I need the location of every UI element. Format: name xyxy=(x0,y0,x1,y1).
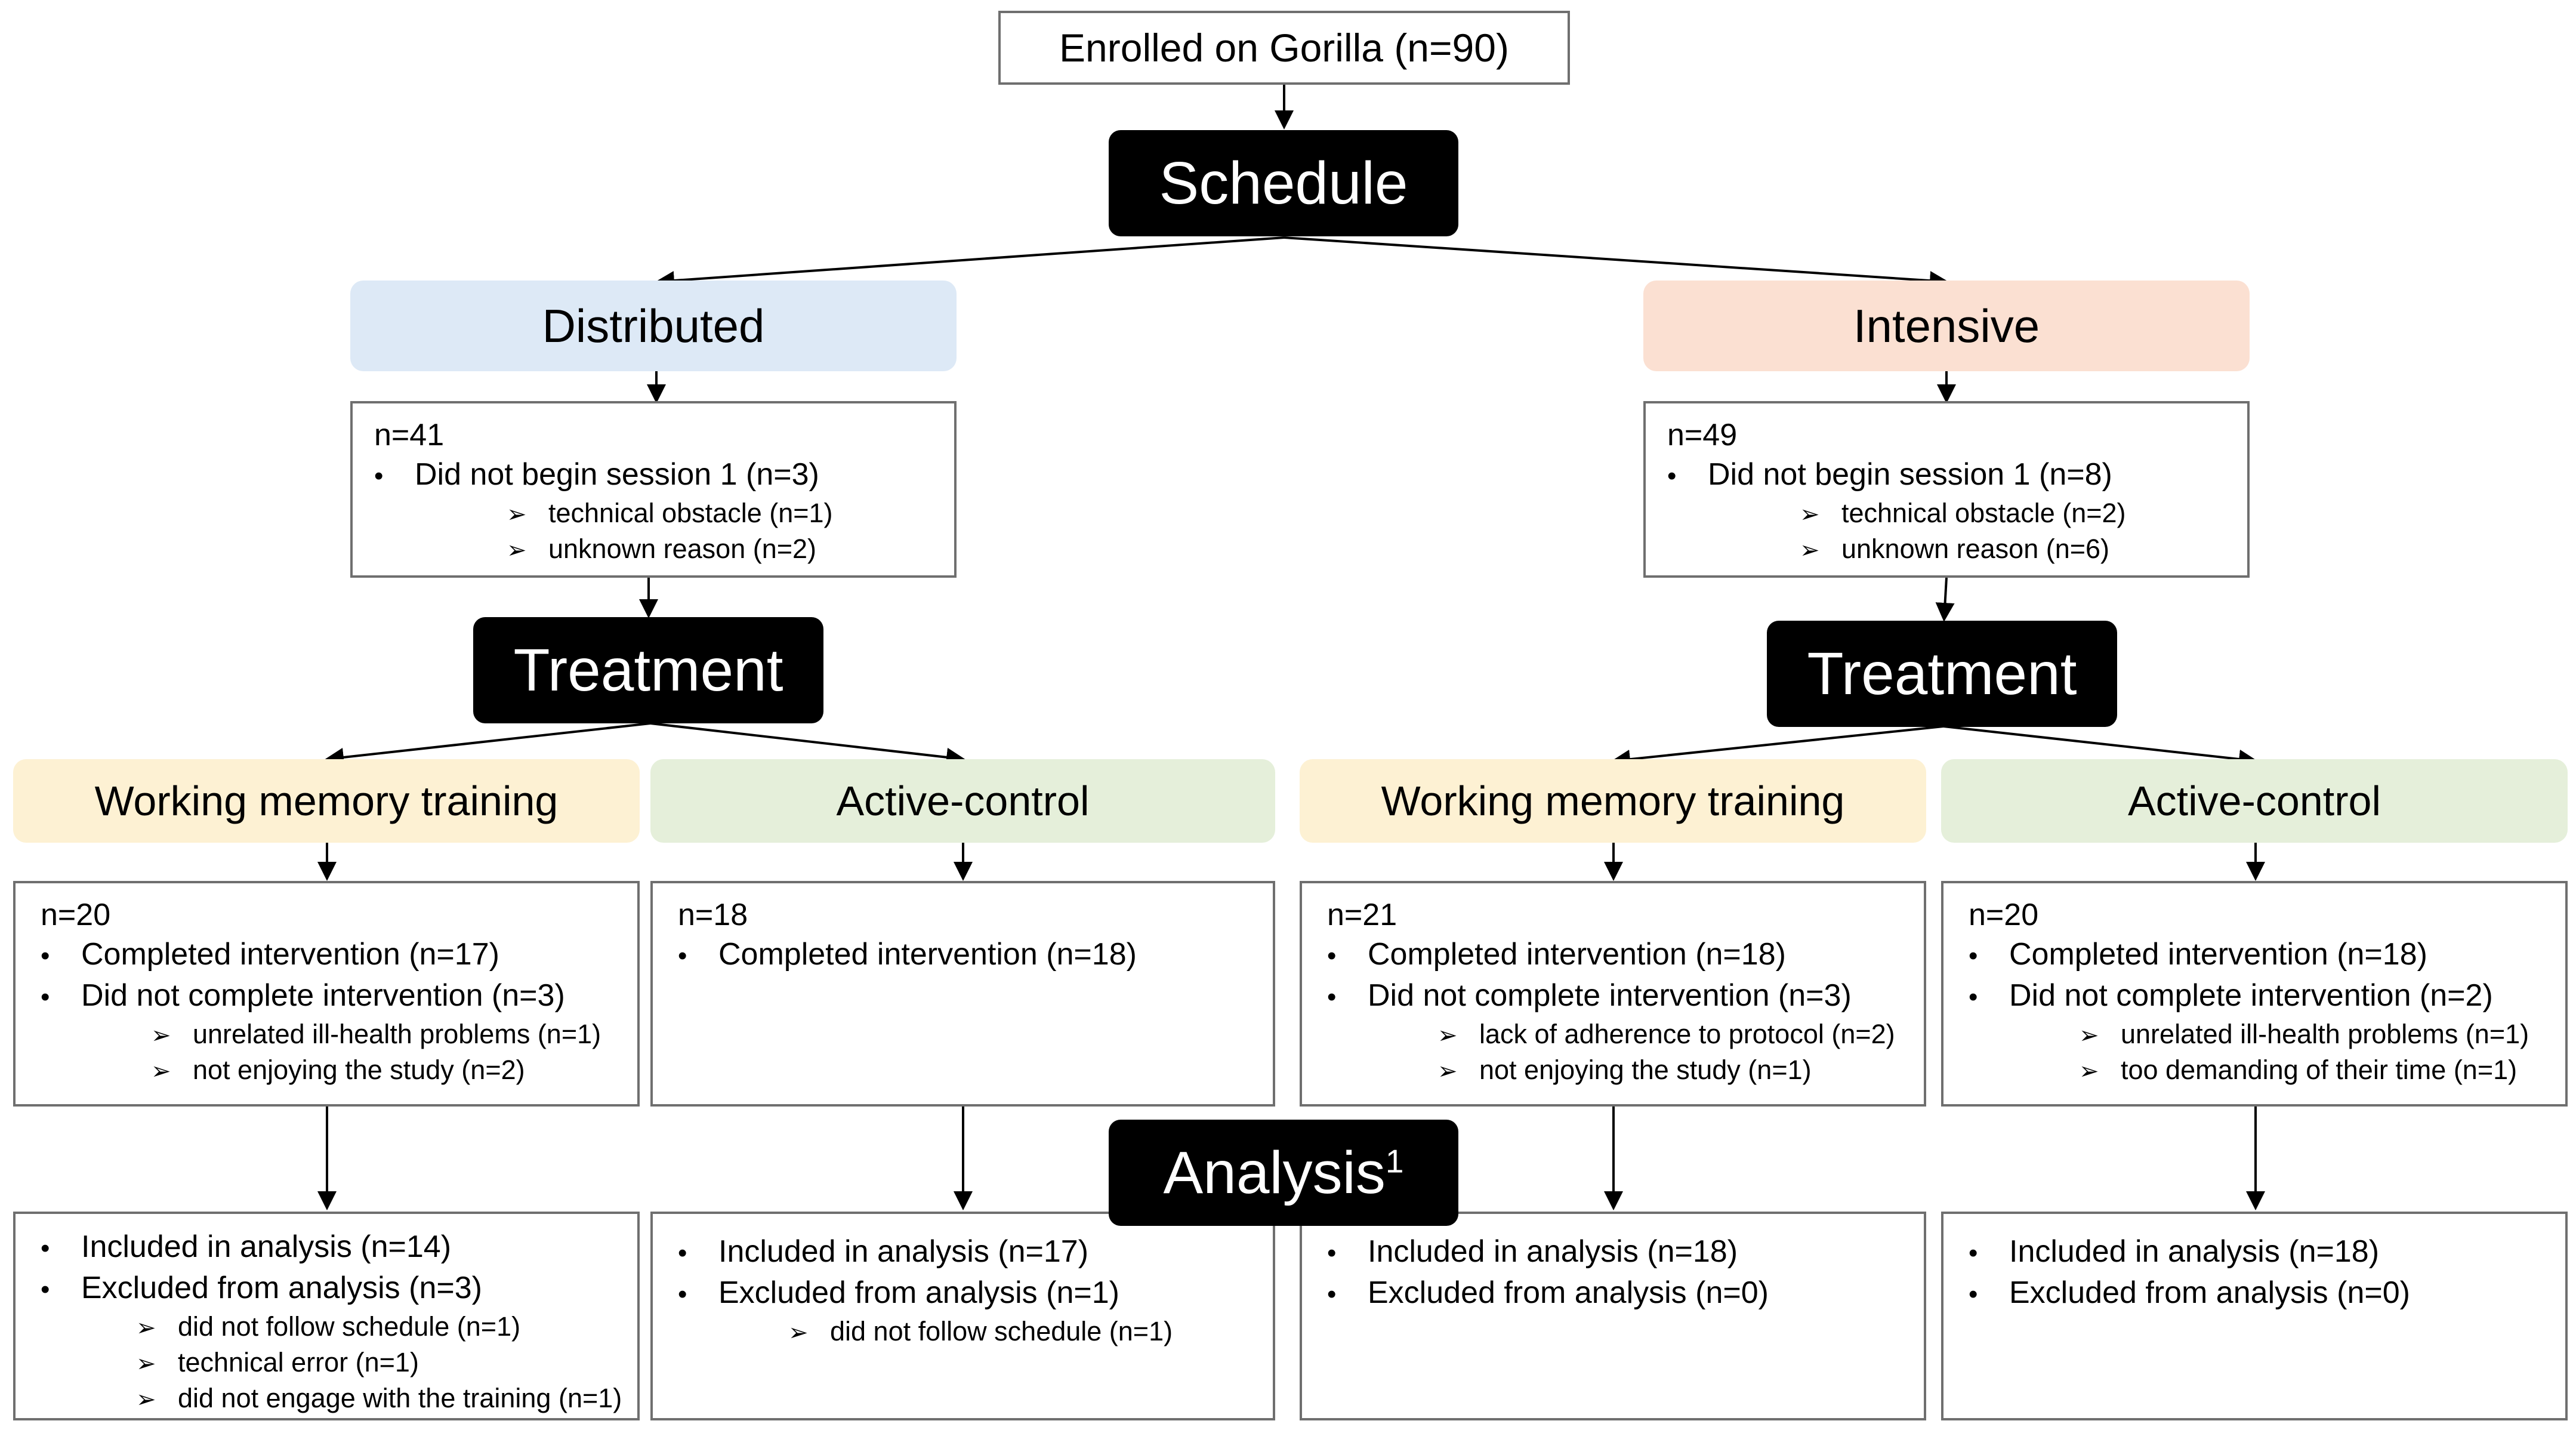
list-item: •Completed intervention (n=18) xyxy=(1969,937,2427,972)
arrow-intbox-treatment xyxy=(1935,577,1955,622)
list-item: •Did not complete intervention (n=3) xyxy=(41,978,565,1013)
active-control-right: Active-control xyxy=(1941,759,2568,843)
list-item: •Did not begin session 1 (n=8) xyxy=(1667,457,2112,492)
arrow-treatment-ac-right xyxy=(1943,725,2258,769)
arrow-schedule-distributed xyxy=(655,236,1285,290)
intensive-label: Intensive xyxy=(1853,299,2040,352)
list-item: •Did not complete intervention (n=3) xyxy=(1327,978,1852,1013)
list-item: •Did not begin session 1 (n=3) xyxy=(374,457,819,492)
arrow-schedule-intensive xyxy=(1284,236,1949,291)
list-subitem: ➢not enjoying the study (n=1) xyxy=(1437,1055,1812,1085)
list-item: •Did not complete intervention (n=2) xyxy=(1969,978,2493,1013)
treat-box-g3: n=21 •Completed intervention (n=18) •Did… xyxy=(1300,881,1926,1107)
result-box-g2: •Included in analysis (n=17) •Excluded f… xyxy=(650,1212,1275,1420)
treatment-label: Treatment xyxy=(513,636,783,704)
list-item: •Included in analysis (n=17) xyxy=(678,1234,1089,1269)
treat-n: n=21 xyxy=(1327,898,1397,932)
list-subitem: ➢did not follow schedule (n=1) xyxy=(788,1316,1173,1346)
list-item: •Included in analysis (n=18) xyxy=(1969,1234,2380,1269)
list-item: •Completed intervention (n=17) xyxy=(41,937,499,972)
distributed-box: Distributed xyxy=(350,281,957,371)
list-subitem: ➢did not follow schedule (n=1) xyxy=(136,1311,521,1342)
analysis-box: Analysis1 xyxy=(1109,1120,1458,1226)
treat-box-g1: n=20 •Completed intervention (n=17) •Did… xyxy=(13,881,640,1107)
list-subitem: ➢too demanding of their time (n=1) xyxy=(2079,1055,2518,1085)
list-subitem: ➢unrelated ill-health problems (n=1) xyxy=(151,1019,601,1049)
list-item: •Included in analysis (n=18) xyxy=(1327,1234,1738,1269)
schedule-box: Schedule xyxy=(1109,130,1458,236)
wm-training-left: Working memory training xyxy=(13,759,640,843)
treatment-box-right: Treatment xyxy=(1767,621,2117,727)
intensive-n: n=49 xyxy=(1667,418,1738,452)
enrolled-label: Enrolled on Gorilla (n=90) xyxy=(1059,26,1509,70)
list-item: •Excluded from analysis (n=1) xyxy=(678,1275,1119,1310)
intensive-box: Intensive xyxy=(1643,281,2250,371)
list-subitem: ➢not enjoying the study (n=2) xyxy=(151,1055,525,1085)
distributed-session-box: n=41 •Did not begin session 1 (n=3) ➢tec… xyxy=(350,401,957,578)
result-box-g4: •Included in analysis (n=18) •Excluded f… xyxy=(1941,1212,2568,1420)
analysis-label: Analysis1 xyxy=(1163,1139,1404,1206)
list-item: •Completed intervention (n=18) xyxy=(1327,937,1786,972)
active-control-left: Active-control xyxy=(650,759,1275,843)
list-subitem: ➢unknown reason (n=6) xyxy=(1800,534,2110,564)
treat-box-g4: n=20 •Completed intervention (n=18) •Did… xyxy=(1941,881,2568,1107)
list-subitem: ➢technical obstacle (n=1) xyxy=(507,498,833,528)
list-subitem: ➢lack of adherence to protocol (n=2) xyxy=(1437,1019,1895,1049)
distributed-n: n=41 xyxy=(374,418,445,452)
treat-box-g2: n=18 •Completed intervention (n=18) xyxy=(650,881,1275,1107)
arrow-treatment-wm-right xyxy=(1611,725,1944,769)
list-subitem: ➢technical obstacle (n=2) xyxy=(1800,498,2126,528)
result-box-g3: •Included in analysis (n=18) •Excluded f… xyxy=(1300,1212,1926,1420)
list-item: •Included in analysis (n=14) xyxy=(41,1229,452,1264)
list-subitem: ➢unknown reason (n=2) xyxy=(507,534,817,564)
result-box-g1: •Included in analysis (n=14) •Excluded f… xyxy=(13,1212,640,1420)
list-item: •Excluded from analysis (n=0) xyxy=(1969,1275,2410,1310)
list-item: •Excluded from analysis (n=0) xyxy=(1327,1275,1769,1310)
analysis-footnote-mark: 1 xyxy=(1385,1142,1404,1180)
arrow-treatment-wm-left xyxy=(325,722,651,767)
treatment-label: Treatment xyxy=(1807,640,2077,707)
list-subitem: ➢did not engage with the training (n=1) xyxy=(136,1383,622,1413)
arrow-treatment-ac-left xyxy=(650,722,965,767)
treat-n: n=20 xyxy=(41,898,111,932)
treat-n: n=18 xyxy=(678,898,748,932)
enrolled-box: Enrolled on Gorilla (n=90) xyxy=(998,11,1570,85)
intensive-session-box: n=49 •Did not begin session 1 (n=8) ➢tec… xyxy=(1643,401,2250,578)
treat-n: n=20 xyxy=(1969,898,2039,932)
distributed-label: Distributed xyxy=(542,299,765,352)
treatment-box-left: Treatment xyxy=(473,617,823,723)
list-item: •Excluded from analysis (n=3) xyxy=(41,1271,482,1305)
list-subitem: ➢unrelated ill-health problems (n=1) xyxy=(2079,1019,2529,1049)
list-item: •Completed intervention (n=18) xyxy=(678,937,1137,972)
wm-training-right: Working memory training xyxy=(1300,759,1926,843)
schedule-label: Schedule xyxy=(1159,149,1408,217)
list-subitem: ➢technical error (n=1) xyxy=(136,1347,419,1377)
